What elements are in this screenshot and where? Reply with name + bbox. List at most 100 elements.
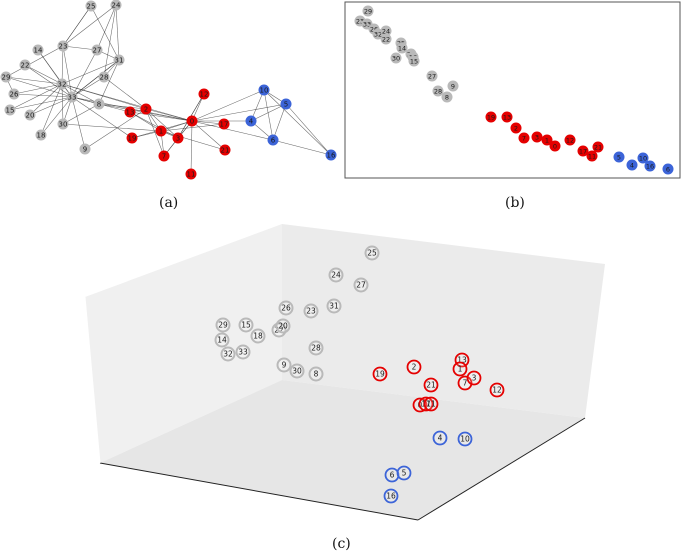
- b-node-27: 27: [426, 70, 438, 82]
- c-node-label-5: 5: [402, 469, 407, 478]
- a-node-circle-27: [91, 44, 103, 56]
- a-node-33: 33: [66, 91, 78, 103]
- b-node-2: 2: [510, 122, 522, 134]
- c-node-circle-26: [278, 300, 294, 316]
- b-node-label-5: 5: [617, 153, 621, 161]
- edge-0-5: [191, 103, 287, 122]
- a-node-circle-6: [267, 134, 279, 146]
- c-node-label-10: 10: [460, 435, 470, 444]
- a-node-label-25: 25: [87, 3, 96, 11]
- c-node-26: 26: [278, 300, 294, 316]
- b-node-10: 10: [637, 152, 649, 164]
- a-node-31: 31: [113, 54, 125, 66]
- b-node-15: 15: [408, 55, 420, 67]
- edge-31-8: [98, 59, 120, 105]
- b-node-17: 17: [577, 145, 589, 157]
- a-node-label-2: 2: [144, 106, 148, 114]
- c-node-label-20: 20: [278, 322, 288, 331]
- edge-0-21: [191, 120, 226, 151]
- b-node-label-19: 19: [487, 113, 495, 121]
- c-node-label-25: 25: [367, 249, 377, 258]
- panel-c-nodes: 2524272623312915222014183233289308131921…: [214, 245, 505, 504]
- b-node-circle-1: [541, 134, 553, 146]
- b-node-circle-22: [380, 33, 392, 45]
- edge-23-33: [62, 45, 73, 98]
- b-node-21: 21: [592, 141, 604, 153]
- c-node-label-21: 21: [426, 381, 436, 390]
- panel-c-left-pane: [85, 224, 282, 463]
- a-node-label-29: 29: [2, 74, 11, 82]
- c-node-20: 20: [275, 318, 291, 334]
- edge-23-29: [5, 45, 64, 78]
- b-node-label-0: 0: [553, 142, 557, 150]
- b-node-circle-7: [518, 132, 530, 144]
- c-node-circle-11: [423, 396, 439, 412]
- b-node-22: 22: [380, 33, 392, 45]
- c-node-19: 19: [372, 366, 388, 382]
- a-node-16: 16: [325, 149, 337, 161]
- c-node-label-11: 11: [426, 400, 436, 409]
- a-node-circle-8: [93, 98, 105, 110]
- a-node-circle-14: [32, 44, 44, 56]
- b-node-circle-3: [531, 131, 543, 143]
- c-node-8: 8: [308, 366, 324, 382]
- a-node-26: 26: [8, 88, 20, 100]
- a-node-label-14: 14: [34, 47, 43, 55]
- c-node-circle-2: [406, 359, 422, 375]
- b-node-label-4: 4: [630, 161, 634, 169]
- c-node-label-3: 3: [472, 374, 477, 383]
- c-node-circle-20: [275, 318, 291, 334]
- c-node-circle-5: [396, 465, 412, 481]
- edge-22-32: [24, 64, 63, 85]
- edge-14-33: [37, 49, 73, 98]
- a-node-circle-7: [158, 150, 170, 162]
- edge-0-11: [190, 120, 193, 175]
- a-node-circle-5: [280, 98, 292, 110]
- c-node-circle-14: [214, 332, 230, 348]
- b-node-circle-29: [362, 5, 374, 17]
- a-node-circle-12: [198, 88, 210, 100]
- edge-27-33: [71, 49, 98, 98]
- b-node-28: 28: [432, 85, 444, 97]
- b-node-label-7: 7: [522, 134, 526, 142]
- edge-1-17: [160, 123, 225, 132]
- a-node-22: 22: [19, 59, 31, 71]
- b-node-label-24: 24: [382, 27, 390, 35]
- edge-24-27: [96, 4, 117, 51]
- b-node-11: 11: [586, 150, 598, 162]
- a-node-label-20: 20: [26, 112, 35, 120]
- b-node-circle-12: [564, 134, 576, 146]
- c-node-circle-25: [364, 245, 380, 261]
- a-node-circle-10: [258, 84, 270, 96]
- panel-c-axis-vertical: [84, 296, 101, 464]
- a-node-label-8: 8: [97, 101, 101, 109]
- b-node-circle-10: [637, 152, 649, 164]
- c-node-24: 24: [328, 267, 344, 283]
- edge-10-16: [263, 89, 332, 156]
- a-node-28: 28: [98, 71, 110, 83]
- b-node-19: 19: [485, 111, 497, 123]
- b-node-label-17: 17: [579, 147, 587, 155]
- c-node-label-32: 32: [223, 350, 233, 359]
- b-node-circle-4: [626, 159, 638, 171]
- c-node-circle-8: [308, 366, 324, 382]
- edge-18-32: [40, 83, 63, 136]
- edge-23-32: [61, 45, 64, 85]
- a-node-circle-0: [186, 115, 198, 127]
- edge-10-6: [263, 89, 274, 141]
- a-node-label-11: 11: [187, 171, 196, 179]
- b-node-circle-28: [432, 85, 444, 97]
- c-node-30: 30: [289, 363, 305, 379]
- b-node-label-16: 16: [646, 162, 654, 170]
- b-node-label-29: 29: [364, 7, 372, 15]
- c-node-label-27: 27: [356, 281, 366, 290]
- a-node-11: 11: [185, 168, 197, 180]
- a-node-circle-18: [35, 129, 47, 141]
- b-node-circle-17: [577, 145, 589, 157]
- a-node-label-0: 0: [190, 118, 194, 126]
- c-node-14: 14: [214, 332, 230, 348]
- c-node-label-8: 8: [314, 370, 319, 379]
- a-node-15: 15: [4, 104, 16, 116]
- c-node-label-19: 19: [375, 370, 385, 379]
